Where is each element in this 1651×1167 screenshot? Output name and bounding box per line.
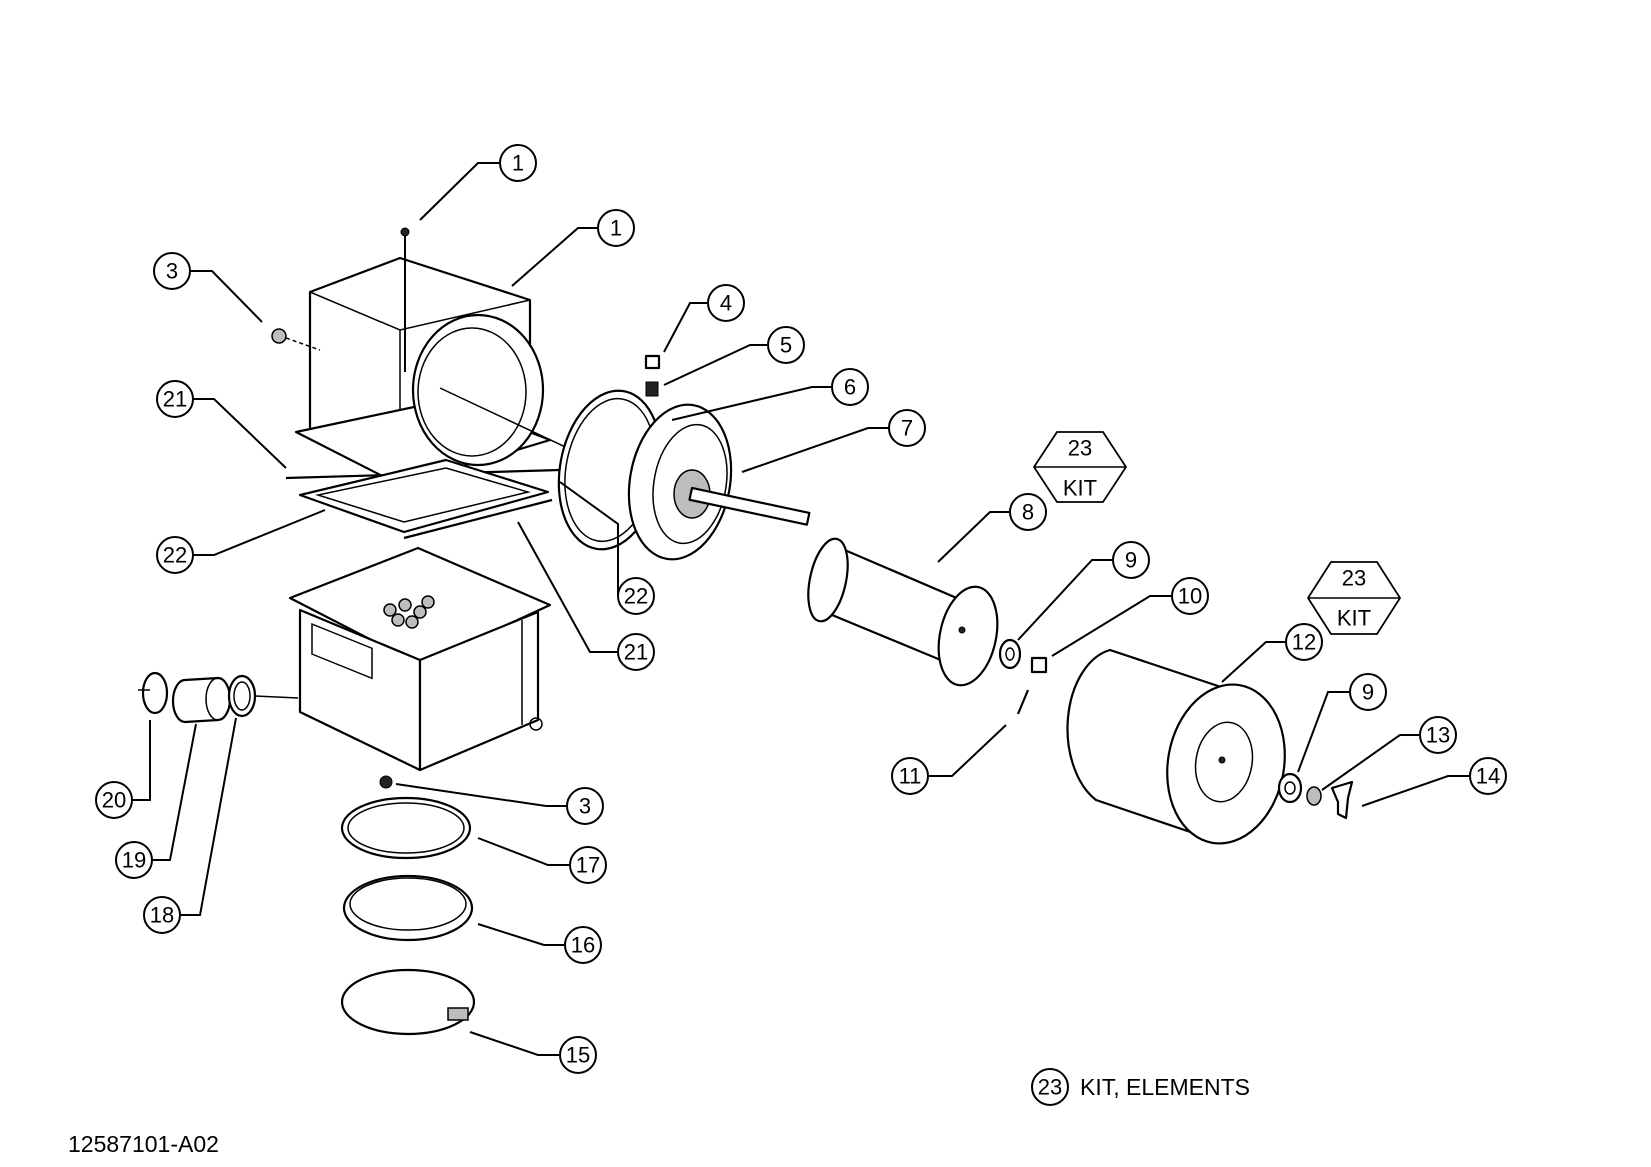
svg-text:3: 3 — [579, 794, 591, 819]
svg-text:21: 21 — [163, 387, 187, 412]
callout-14[interactable]: 14 — [1469, 757, 1507, 795]
legend-callout: 23 — [1038, 1075, 1062, 1100]
callout-6[interactable]: 6 — [831, 368, 869, 406]
callout-3-lower[interactable]: 3 — [566, 787, 604, 825]
callout-11[interactable]: 11 — [891, 757, 929, 795]
callout-10[interactable]: 10 — [1171, 577, 1209, 615]
svg-text:9: 9 — [1362, 680, 1374, 705]
part-10-nut — [1030, 656, 1048, 674]
callout-22-right[interactable]: 22 — [617, 577, 655, 615]
callout-13[interactable]: 13 — [1419, 716, 1457, 754]
svg-text:19: 19 — [122, 848, 146, 873]
svg-text:17: 17 — [576, 853, 600, 878]
svg-text:KIT: KIT — [1337, 606, 1371, 631]
svg-text:12: 12 — [1292, 630, 1316, 655]
part-18-clamp — [227, 674, 299, 718]
svg-text:21: 21 — [624, 640, 648, 665]
svg-text:20: 20 — [102, 788, 126, 813]
part-12-outer-element — [1066, 648, 1286, 845]
part-3-lower-plug — [379, 775, 393, 789]
svg-text:7: 7 — [901, 416, 913, 441]
svg-text:13: 13 — [1426, 723, 1450, 748]
callout-9-outer[interactable]: 9 — [1349, 673, 1387, 711]
part-4-cap-nut — [644, 354, 661, 370]
callout-22-upper[interactable]: 22 — [156, 536, 194, 574]
svg-text:18: 18 — [150, 903, 174, 928]
svg-text:11: 11 — [899, 764, 922, 789]
callout-1[interactable]: 1 — [597, 209, 635, 247]
svg-text:3: 3 — [166, 259, 178, 284]
callout-4[interactable]: 4 — [707, 284, 745, 322]
callout-21-right[interactable]: 21 — [617, 633, 655, 671]
part-19-tube — [171, 676, 232, 724]
part-9-washer — [998, 638, 1022, 670]
part-11-stud — [1016, 689, 1030, 715]
svg-text:1: 1 — [512, 151, 524, 176]
kit-badge-outer-element: 23 KIT — [1306, 561, 1402, 635]
part-9-washer-outer — [1277, 772, 1303, 804]
callout-12[interactable]: 12 — [1285, 623, 1323, 661]
svg-text:23: 23 — [1342, 566, 1366, 591]
svg-text:4: 4 — [720, 291, 732, 316]
callout-19[interactable]: 19 — [115, 841, 153, 879]
part-8-inner-element — [807, 537, 999, 687]
part-22-gasket — [298, 458, 550, 534]
part-16-band — [342, 874, 474, 942]
part-3-upper-plug — [271, 328, 321, 351]
legend-text: KIT, ELEMENTS — [1080, 1074, 1250, 1100]
svg-text:23: 23 — [1068, 436, 1092, 461]
svg-text:9: 9 — [1125, 548, 1137, 573]
drawing-number: 12587101-A02 — [68, 1131, 219, 1157]
svg-text:14: 14 — [1476, 764, 1500, 789]
callout-21-upper[interactable]: 21 — [156, 380, 194, 418]
callout-5[interactable]: 5 — [767, 326, 805, 364]
part-5-nut — [645, 381, 659, 397]
svg-text:8: 8 — [1022, 500, 1034, 525]
svg-text:10: 10 — [1178, 584, 1202, 609]
callout-7[interactable]: 7 — [888, 409, 926, 447]
svg-text:22: 22 — [163, 543, 187, 568]
part-21-lower-strip — [403, 498, 553, 540]
svg-text:15: 15 — [566, 1043, 590, 1068]
svg-text:16: 16 — [571, 933, 595, 958]
svg-text:6: 6 — [844, 375, 856, 400]
legend: 23 KIT, ELEMENTS — [1031, 1068, 1250, 1106]
leader-lines — [132, 162, 1470, 1056]
part-20-valve — [138, 671, 169, 715]
callout-20[interactable]: 20 — [95, 781, 133, 819]
part-7-end-cap — [627, 403, 811, 561]
part-17-ring — [340, 796, 472, 860]
part-1-upper-housing — [294, 256, 611, 487]
part-14-wing-nut — [1330, 780, 1354, 820]
callout-15[interactable]: 15 — [559, 1036, 597, 1074]
part-15-clamp — [340, 968, 476, 1036]
kit-badge-inner-element: 23 KIT — [1032, 431, 1128, 503]
lower-housing — [288, 546, 552, 772]
svg-text:KIT: KIT — [1063, 476, 1097, 501]
svg-text:5: 5 — [780, 333, 792, 358]
part-2-screw — [400, 227, 410, 372]
svg-text:1: 1 — [610, 216, 622, 241]
callout-16[interactable]: 16 — [564, 926, 602, 964]
part-13-nut — [1306, 786, 1322, 806]
svg-text:22: 22 — [624, 584, 648, 609]
callout-9-inner[interactable]: 9 — [1112, 541, 1150, 579]
callout-17[interactable]: 17 — [569, 846, 607, 884]
callout-2[interactable]: 1 — [499, 144, 537, 182]
callout-18[interactable]: 18 — [143, 896, 181, 934]
callout-8[interactable]: 8 — [1009, 493, 1047, 531]
callout-3-upper[interactable]: 3 — [153, 252, 191, 290]
